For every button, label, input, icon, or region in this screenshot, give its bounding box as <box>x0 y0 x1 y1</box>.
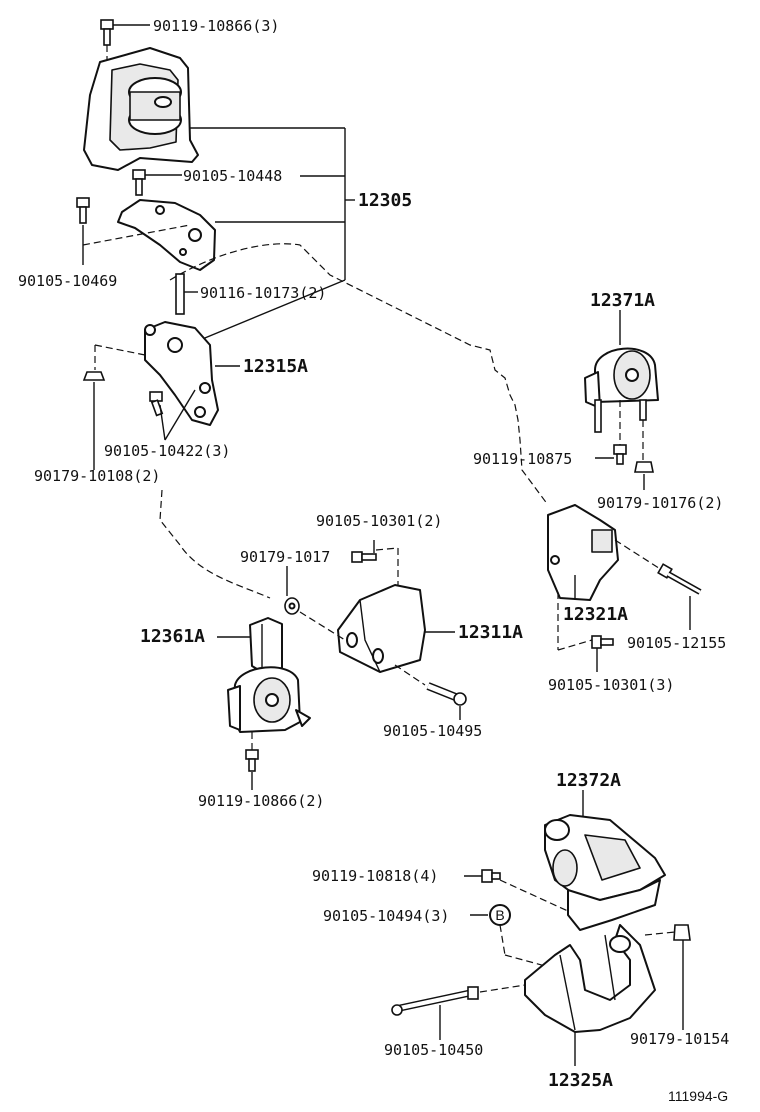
bolt-icon <box>657 563 702 595</box>
callout-90179-10176-2: 90179-10176(2) <box>597 494 723 512</box>
nut-icon <box>284 597 300 615</box>
svg-text:B: B <box>495 907 504 923</box>
mount-12361a <box>217 617 311 790</box>
bolt-icon <box>149 391 164 417</box>
part-label-12371a: 12371A <box>590 290 655 311</box>
stud-icon <box>175 273 185 315</box>
part-label-12311a: 12311A <box>458 622 523 643</box>
bolt-icon <box>591 635 614 649</box>
bolt-icon <box>391 986 479 1016</box>
callout-90116-10173-2: 90116-10173(2) <box>200 284 326 302</box>
engine-mount-upper <box>76 19 355 341</box>
bolt-icon <box>351 551 377 563</box>
part-label-12321a: 12321A <box>563 604 628 625</box>
bolt-icon <box>426 682 467 706</box>
part-label-12372a: 12372A <box>556 770 621 791</box>
callout-90119-10866-3: 90119-10866(3) <box>153 17 279 35</box>
bolt-icon <box>100 19 114 46</box>
bolt-icon <box>481 869 501 883</box>
part-label-12361a: 12361A <box>140 626 205 647</box>
nut-icon <box>82 371 106 381</box>
callout-90105-10494-3: 90105-10494(3) <box>323 907 449 925</box>
callout-90119-10875: 90119-10875 <box>473 450 572 468</box>
bracket-12321a <box>547 504 702 672</box>
callout-90105-12155: 90105-12155 <box>627 634 726 652</box>
figure-code: 111994-G <box>668 1088 728 1104</box>
bolt-icon <box>245 749 259 772</box>
callout-90105-10301-3: 90105-10301(3) <box>548 676 674 694</box>
bolt-icon <box>76 197 90 224</box>
callout-90105-10495: 90105-10495 <box>383 722 482 740</box>
nut-icon <box>634 461 654 473</box>
callout-90179-1017: 90179-1017 <box>240 548 330 566</box>
bolt-icon <box>613 444 627 465</box>
callout-90179-10108-2: 90179-10108(2) <box>34 467 160 485</box>
callout-90179-10154: 90179-10154 <box>630 1030 729 1048</box>
callout-90105-10422-3: 90105-10422(3) <box>104 442 230 460</box>
mount-12371a <box>584 310 659 490</box>
bracket-12311a <box>284 540 467 720</box>
reference-b-marker: B <box>489 904 511 926</box>
callout-90119-10866-2: 90119-10866(2) <box>198 792 324 810</box>
part-label-12325a: 12325A <box>548 1070 613 1091</box>
nut-icon <box>673 924 691 941</box>
bracket-12315a <box>82 321 240 470</box>
part-label-12315a: 12315A <box>243 356 308 377</box>
callout-90105-10450: 90105-10450 <box>384 1041 483 1059</box>
callout-90119-10818-4: 90119-10818(4) <box>312 867 438 885</box>
callout-90105-10448: 90105-10448 <box>183 167 282 185</box>
mount-12372a <box>464 790 666 931</box>
callout-90105-10301-2: 90105-10301(2) <box>316 512 442 530</box>
bolt-icon <box>132 169 146 196</box>
part-label-12305: 12305 <box>358 190 412 211</box>
callout-90105-10469: 90105-10469 <box>18 272 117 290</box>
bracket-12325a: B <box>391 904 691 1066</box>
